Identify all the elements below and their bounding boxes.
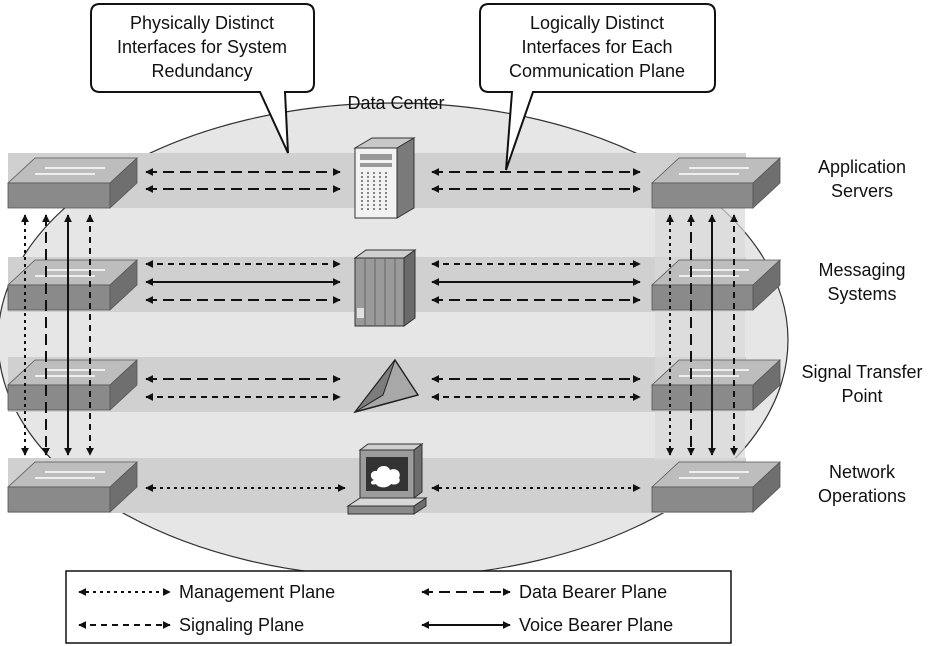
vertical-links-right bbox=[666, 214, 738, 456]
callout-left-line-1: Physically Distinct bbox=[130, 13, 274, 33]
callout-physically-distinct: Physically Distinct Interfaces for Syste… bbox=[90, 3, 315, 154]
switch-right-messaging-systems bbox=[650, 259, 782, 311]
switch-right-application-servers bbox=[650, 157, 782, 209]
layer-label-stp-line-2: Point bbox=[841, 386, 882, 406]
layer-label-application-line-2: Servers bbox=[831, 181, 893, 201]
layer-label-stp-line-1: Signal Transfer bbox=[801, 362, 922, 382]
layer-label-nms-line-1: Network bbox=[829, 462, 896, 482]
callout-left-line-2: Interfaces for System bbox=[117, 37, 287, 57]
layer-label-nms-line-2: Operations bbox=[818, 486, 906, 506]
legend-label-voice-bearer: Voice Bearer Plane bbox=[519, 615, 673, 635]
callout-left-line-3: Redundancy bbox=[151, 61, 252, 81]
layer-label-application-line-1: Application bbox=[818, 157, 906, 177]
switch-left-messaging-systems bbox=[6, 259, 139, 311]
legend-label-signaling: Signaling Plane bbox=[179, 615, 304, 635]
switch-left-network-operations bbox=[6, 461, 139, 513]
signal-transfer-point-icon bbox=[353, 358, 420, 414]
callout-right-line-1: Logically Distinct bbox=[530, 13, 664, 33]
legend-label-data-bearer: Data Bearer Plane bbox=[519, 582, 667, 602]
layer-label-messaging-line-2: Systems bbox=[827, 284, 896, 304]
application-server-icon bbox=[353, 137, 416, 219]
network-operations-workstation-icon bbox=[346, 443, 428, 515]
switch-right-signal-transfer-point bbox=[650, 359, 782, 411]
switch-right-network-operations bbox=[650, 461, 782, 513]
horizontal-links bbox=[145, 168, 641, 492]
callout-logically-distinct: Logically Distinct Interfaces for Each C… bbox=[479, 3, 716, 171]
callout-right-line-2: Interfaces for Each bbox=[521, 37, 672, 57]
switch-left-signal-transfer-point bbox=[6, 359, 139, 411]
messaging-system-icon bbox=[353, 249, 417, 327]
layer-label-messaging-line-1: Messaging bbox=[818, 260, 905, 280]
switch-left-application-servers bbox=[6, 157, 139, 209]
right-column-shade bbox=[655, 200, 745, 460]
legend-label-management: Management Plane bbox=[179, 582, 335, 602]
vertical-links-left bbox=[21, 214, 94, 456]
data-center-label: Data Center bbox=[347, 93, 444, 113]
legend-box bbox=[65, 570, 732, 644]
legend: Management Plane Data Bearer Plane Signa… bbox=[65, 570, 732, 644]
callout-right-line-3: Communication Plane bbox=[509, 61, 685, 81]
